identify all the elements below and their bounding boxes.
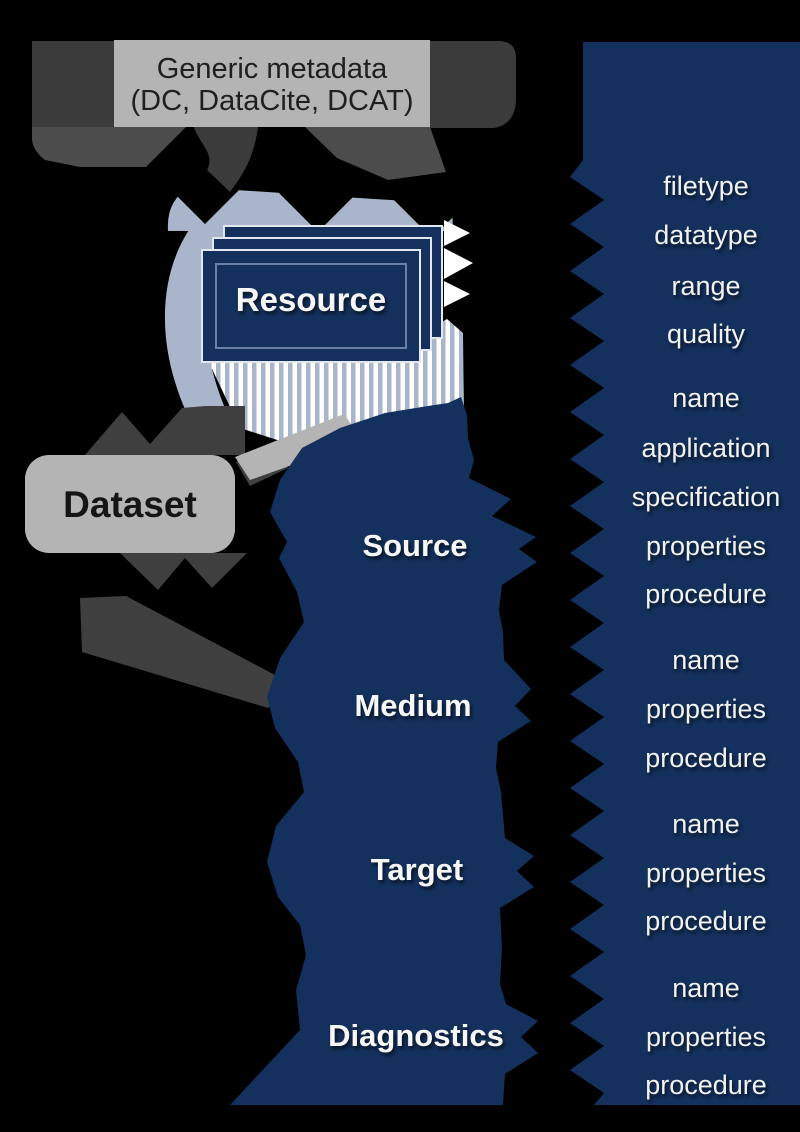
arrow-dataset-to-blob <box>80 596 292 708</box>
process-medium-label: Medium <box>354 688 471 723</box>
panel-attr-source-procedure: procedure <box>645 579 767 609</box>
generic-metadata-line1: Generic metadata <box>157 53 388 85</box>
ribbon-swoosh <box>164 190 260 429</box>
panel-attr-diagnostics-procedure: procedure <box>645 1070 767 1100</box>
resource-connector-2 <box>444 248 473 279</box>
panel-attr-medium-procedure: procedure <box>645 743 767 773</box>
gray-chunk-top-right <box>430 41 516 128</box>
dataset-box <box>25 455 235 553</box>
gray-band-right <box>305 127 446 180</box>
process-blob <box>230 397 538 1105</box>
panel-attr-source-properties: properties <box>646 531 766 561</box>
panel-attr-source-name: name <box>672 383 740 413</box>
gray-chunk-top-left <box>32 41 114 127</box>
dataset-label: Dataset <box>63 484 197 525</box>
process-target-label: Target <box>371 852 463 887</box>
panel-attr-diagnostics-name: name <box>672 973 740 1003</box>
panel-attr-diagnostics-properties: properties <box>646 1022 766 1052</box>
attribute-panel <box>570 42 800 1105</box>
panel-attr-application: application <box>641 433 770 463</box>
arrow-dataset-up <box>85 406 245 455</box>
process-source-label: Source <box>362 528 467 563</box>
process-diagnostics-label: Diagnostics <box>328 1018 504 1053</box>
panel-attr-specification: specification <box>632 482 781 512</box>
notch-diamond-2 <box>278 152 358 232</box>
panel-attr-target-properties: properties <box>646 858 766 888</box>
panel-attr-medium-name: name <box>672 645 740 675</box>
panel-attr-target-procedure: procedure <box>645 906 767 936</box>
notch-diamond-3 <box>394 162 470 238</box>
generic-metadata-box <box>114 40 430 127</box>
panel-attr-target-name: name <box>672 809 740 839</box>
gray-curved-band <box>194 127 258 192</box>
dataset-junction-band <box>235 414 362 480</box>
gray-wedge-under-box <box>114 127 186 167</box>
panel-attr-datatype: datatype <box>654 220 758 250</box>
resource-label: Resource <box>236 281 386 318</box>
panel-attr-range: range <box>671 271 740 301</box>
generic-metadata-line2: (DC, DataCite, DCAT) <box>130 85 413 117</box>
resource-connector-1 <box>444 220 470 246</box>
panel-attr-medium-properties: properties <box>646 694 766 724</box>
resource-card-inner-border <box>215 263 407 349</box>
panel-attr-quality: quality <box>667 319 746 349</box>
panel-attr-filetype: filetype <box>663 171 749 201</box>
gray-bevel-bottom-left <box>32 127 114 167</box>
resource-card-front <box>201 249 421 363</box>
arrow-dataset-down <box>120 553 247 590</box>
resource-connector-3 <box>444 281 470 307</box>
